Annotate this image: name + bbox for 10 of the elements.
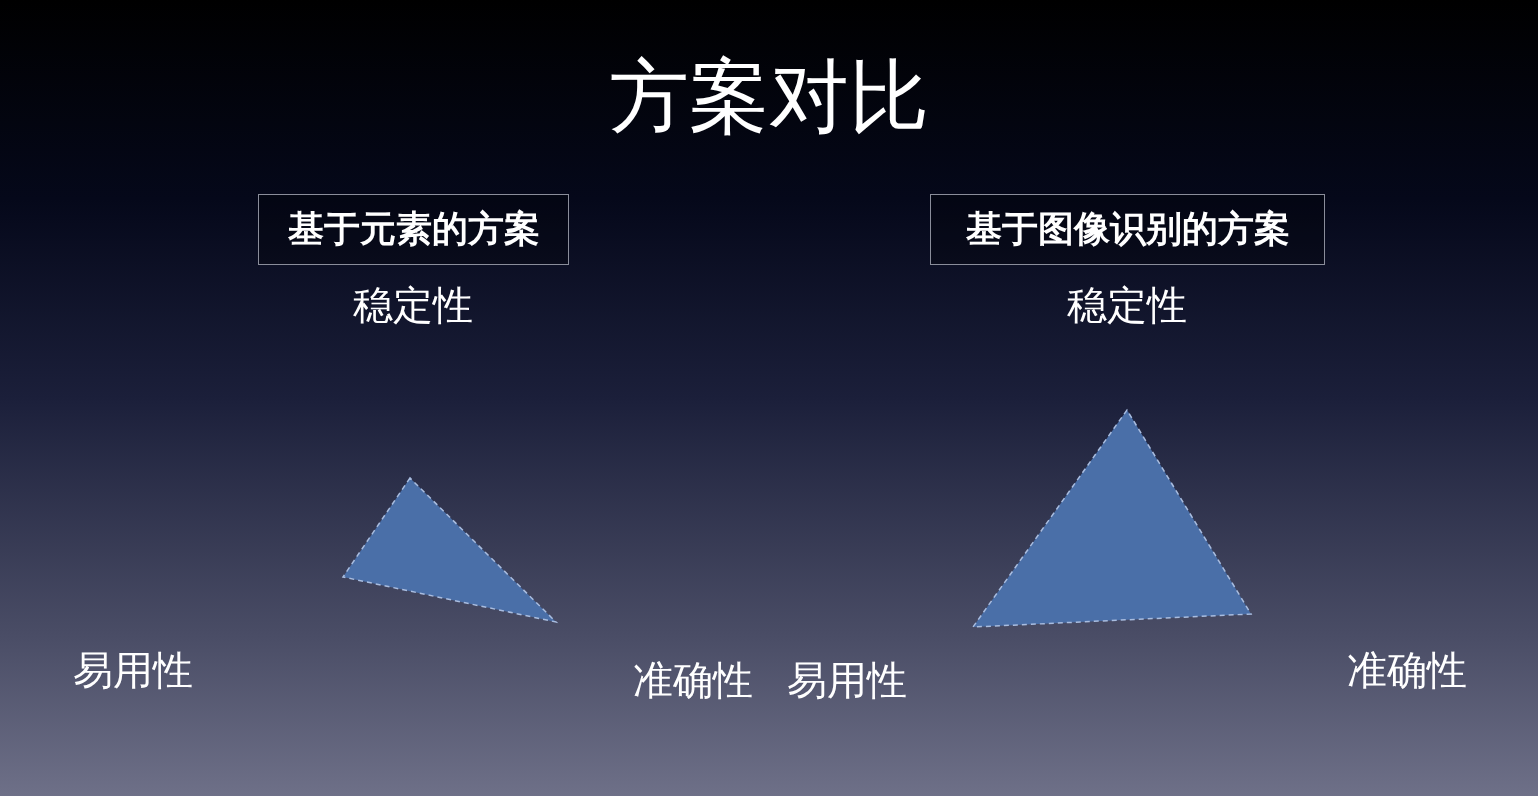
radar-triangle	[341, 476, 559, 624]
scheme-heading: 基于元素的方案	[258, 194, 569, 265]
axis-label: 易用性	[73, 650, 193, 690]
axis-label: 准确性	[1347, 650, 1467, 690]
scheme-heading: 基于图像识别的方案	[930, 194, 1325, 265]
axis-label: 稳定性	[1067, 285, 1187, 325]
axis-label: 易用性	[787, 660, 907, 700]
axis-label: 准确性	[633, 660, 753, 700]
radar-triangle	[971, 408, 1253, 628]
slide-title: 方案对比	[609, 57, 929, 137]
